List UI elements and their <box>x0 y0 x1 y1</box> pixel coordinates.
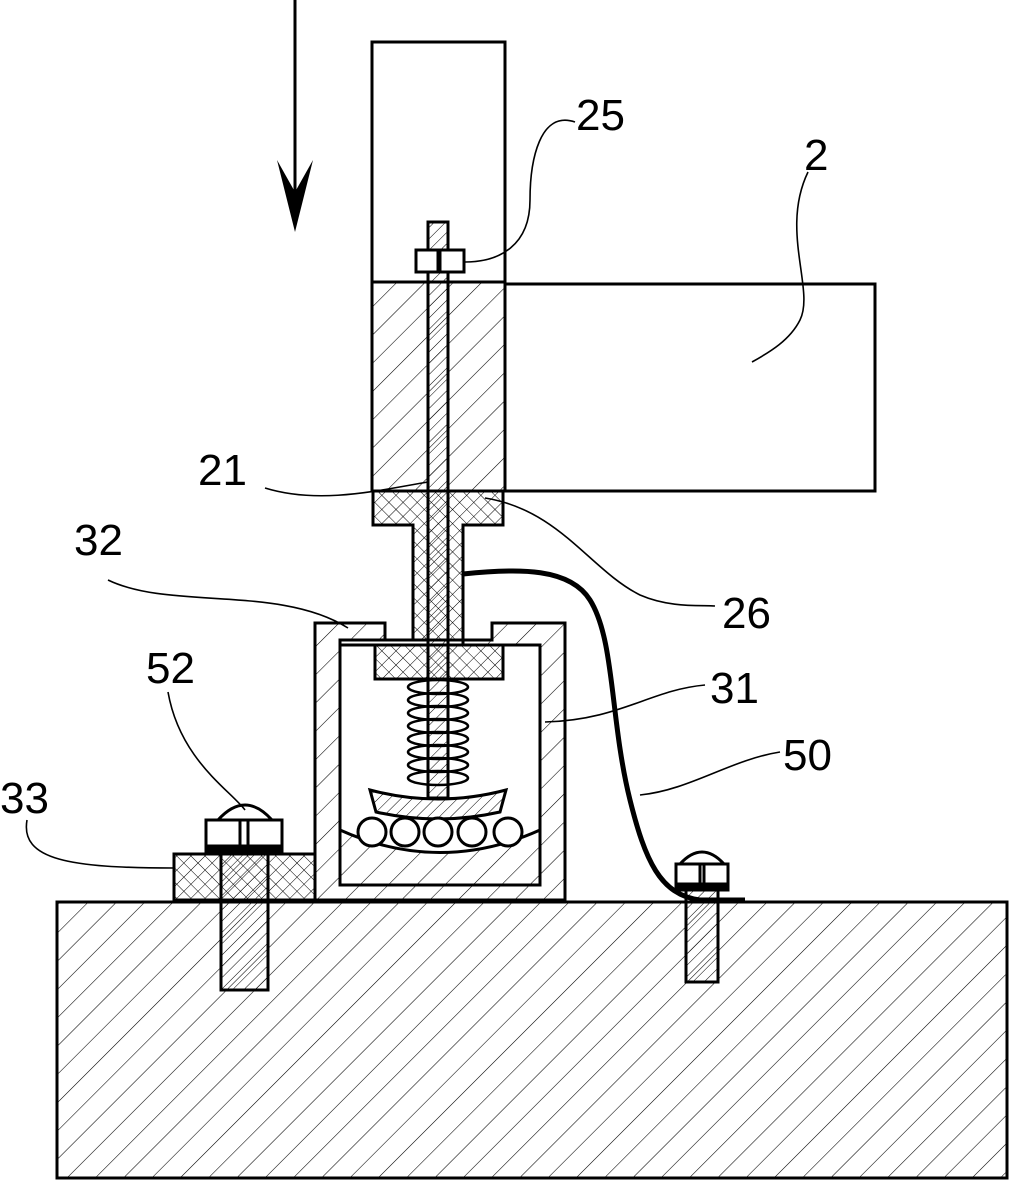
label-25: 25 <box>576 91 625 140</box>
bolt-52 <box>204 803 284 992</box>
label-32: 32 <box>74 516 123 565</box>
member-2-block <box>503 282 877 493</box>
label-33: 33 <box>0 774 49 823</box>
label-2: 2 <box>804 131 828 180</box>
base-block <box>55 900 1009 1180</box>
label-21: 21 <box>198 446 247 495</box>
label-26: 26 <box>722 589 771 638</box>
wire-50 <box>462 568 745 903</box>
label-31: 31 <box>710 664 759 713</box>
ground-bolt <box>674 850 730 984</box>
leader-lines <box>25 119 809 869</box>
label-50: 50 <box>783 731 832 780</box>
press-direction-arrow <box>277 0 313 232</box>
label-52: 52 <box>146 644 195 693</box>
nut-25 <box>414 248 466 274</box>
ball-row <box>356 816 524 848</box>
shaft-21 <box>426 220 450 800</box>
